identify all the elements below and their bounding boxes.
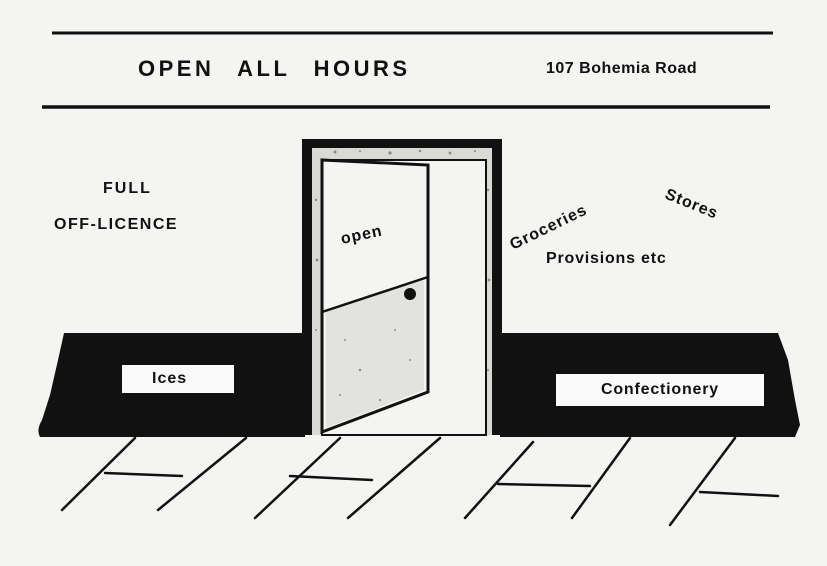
- frame-texture: [314, 149, 491, 402]
- groceries-label: Groceries: [507, 202, 590, 254]
- door-knob-icon: [404, 288, 416, 300]
- door-rail: [321, 275, 429, 314]
- door-lower-panel: [326, 280, 424, 428]
- floor-tiles: [60, 436, 780, 527]
- full-label: FULL: [103, 180, 152, 197]
- provisions-label: Provisions etc: [546, 250, 667, 267]
- shop-title: OPEN ALL HOURS: [138, 56, 411, 81]
- ices-sign: Ices: [122, 365, 234, 393]
- shop-address: 107 Bohemia Road: [546, 60, 698, 77]
- off-licence-label: OFF-LICENCE: [54, 216, 179, 233]
- confectionery-sign: Confectionery: [556, 374, 764, 406]
- stores-label: Stores: [663, 186, 721, 223]
